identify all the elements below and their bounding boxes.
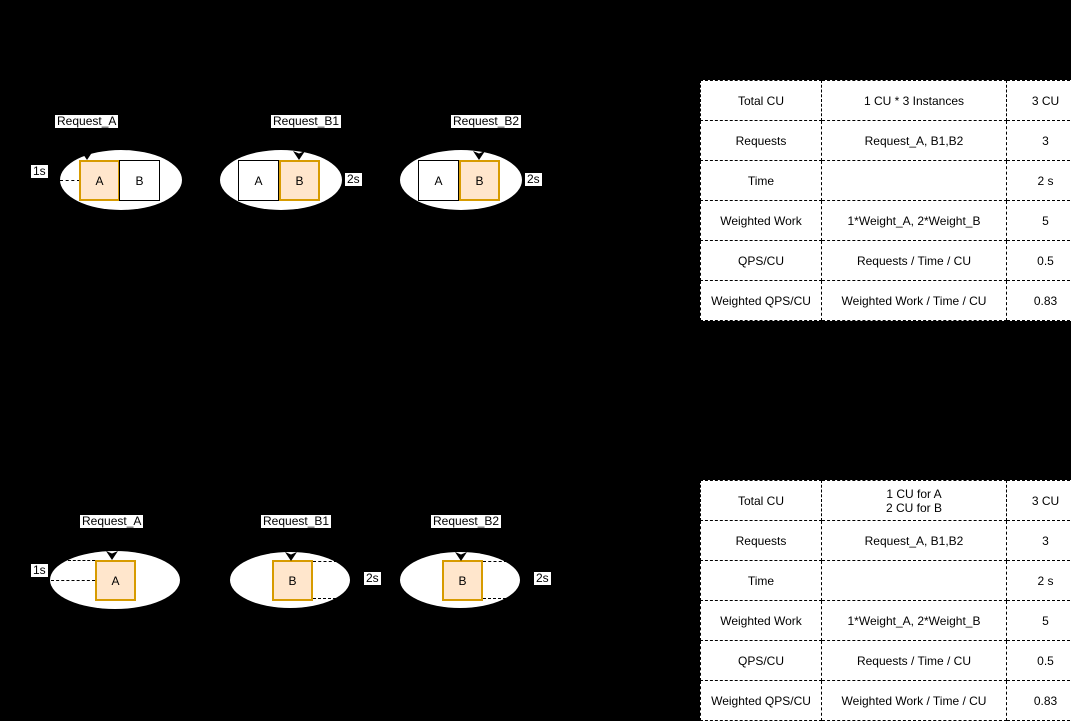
time-label: 1s bbox=[31, 164, 48, 178]
time-dashed-line bbox=[483, 598, 511, 599]
time-label: 2s bbox=[345, 172, 362, 186]
work-box-a: A bbox=[418, 160, 459, 201]
formula-cell: 1 CU * 3 Instances bbox=[821, 80, 1007, 121]
request-label: Request_B2 bbox=[431, 514, 502, 528]
formula-cell: Requests / Time / CU bbox=[821, 640, 1007, 681]
formula-cell bbox=[821, 160, 1007, 201]
request-label: Request_B1 bbox=[261, 514, 332, 528]
box-letter: B bbox=[458, 573, 467, 588]
work-box-b: B bbox=[459, 160, 500, 201]
table-row: Time 2 s bbox=[700, 560, 1071, 601]
metric-cell: Total CU bbox=[700, 80, 822, 121]
arrow-down-icon bbox=[285, 552, 297, 561]
time-dashed-line bbox=[313, 598, 341, 599]
table-row: Time 2 s bbox=[700, 160, 1071, 201]
time-dashed-line bbox=[483, 561, 507, 562]
metric-cell: Weighted Work bbox=[700, 200, 822, 241]
value-cell: 5 bbox=[1006, 600, 1071, 641]
formula-cell: Request_A, B1,B2 bbox=[821, 120, 1007, 161]
time-dashed-line bbox=[51, 580, 95, 581]
metrics-table-bottom: Total CU 1 CU for A 2 CU for B 3 CU Requ… bbox=[700, 480, 1071, 721]
table-row: Total CU 1 CU * 3 Instances 3 CU bbox=[700, 80, 1071, 121]
table-row: Requests Request_A, B1,B2 3 bbox=[700, 520, 1071, 561]
time-label: 2s bbox=[525, 172, 542, 186]
table-row: Requests Request_A, B1,B2 3 bbox=[700, 120, 1071, 161]
work-box-a: A bbox=[95, 560, 136, 601]
formula-cell: Weighted Work / Time / CU bbox=[821, 280, 1007, 321]
arrow-down-icon bbox=[473, 151, 485, 160]
formula-cell: Request_A, B1,B2 bbox=[821, 520, 1007, 561]
work-box-b: B bbox=[119, 160, 160, 201]
box-letter: B bbox=[475, 173, 484, 188]
table-row: Weighted QPS/CU Weighted Work / Time / C… bbox=[700, 680, 1071, 721]
value-cell: 5 bbox=[1006, 200, 1071, 241]
box-letter: A bbox=[111, 573, 120, 588]
time-dashed-line bbox=[60, 180, 80, 181]
value-cell: 2 s bbox=[1006, 160, 1071, 201]
formula-cell: 1 CU for A 2 CU for B bbox=[821, 480, 1007, 521]
metrics-table-top: Total CU 1 CU * 3 Instances 3 CU Request… bbox=[700, 80, 1071, 321]
time-label: 2s bbox=[364, 571, 381, 585]
arrow-down-icon bbox=[293, 151, 305, 160]
box-letter: A bbox=[434, 173, 443, 188]
metric-cell: Weighted QPS/CU bbox=[700, 280, 822, 321]
formula-cell: 1*Weight_A, 2*Weight_B bbox=[821, 600, 1007, 641]
value-cell: 3 CU bbox=[1006, 480, 1071, 521]
metric-cell: Weighted QPS/CU bbox=[700, 680, 822, 721]
box-letter: B bbox=[295, 173, 304, 188]
arrow-down-icon bbox=[106, 551, 118, 560]
table-row: QPS/CU Requests / Time / CU 0.5 bbox=[700, 240, 1071, 281]
value-cell: 0.83 bbox=[1006, 280, 1071, 321]
request-label: Request_B1 bbox=[271, 114, 342, 128]
value-cell: 3 CU bbox=[1006, 80, 1071, 121]
time-dashed-line bbox=[68, 560, 95, 561]
time-label: 1s bbox=[31, 563, 48, 577]
box-letter: A bbox=[254, 173, 263, 188]
formula-cell: 1*Weight_A, 2*Weight_B bbox=[821, 200, 1007, 241]
value-cell: 0.5 bbox=[1006, 640, 1071, 681]
time-label: 2s bbox=[534, 571, 551, 585]
arrow-down-icon bbox=[455, 552, 467, 561]
value-cell: 3 bbox=[1006, 120, 1071, 161]
work-box-b: B bbox=[272, 560, 313, 601]
box-letter: B bbox=[288, 573, 297, 588]
value-cell: 2 s bbox=[1006, 560, 1071, 601]
work-box-b: B bbox=[279, 160, 320, 201]
table-row: Total CU 1 CU for A 2 CU for B 3 CU bbox=[700, 480, 1071, 521]
work-box-a: A bbox=[238, 160, 279, 201]
formula-cell: Requests / Time / CU bbox=[821, 240, 1007, 281]
table-row: Weighted QPS/CU Weighted Work / Time / C… bbox=[700, 280, 1071, 321]
request-label: Request_A bbox=[80, 514, 144, 528]
value-cell: 3 bbox=[1006, 520, 1071, 561]
work-box-b: B bbox=[442, 560, 483, 601]
value-cell: 0.83 bbox=[1006, 680, 1071, 721]
request-label: Request_B2 bbox=[451, 114, 522, 128]
table-row: QPS/CU Requests / Time / CU 0.5 bbox=[700, 640, 1071, 681]
metric-cell: Requests bbox=[700, 520, 822, 561]
table-row: Weighted Work 1*Weight_A, 2*Weight_B 5 bbox=[700, 200, 1071, 241]
time-dashed-line bbox=[313, 561, 337, 562]
box-letter: A bbox=[95, 173, 104, 188]
metric-cell: Requests bbox=[700, 120, 822, 161]
arrow-down-icon bbox=[81, 151, 93, 160]
metric-cell: QPS/CU bbox=[700, 640, 822, 681]
request-label: Request_A bbox=[55, 114, 119, 128]
metric-cell: QPS/CU bbox=[700, 240, 822, 281]
metric-cell: Time bbox=[700, 560, 822, 601]
value-cell: 0.5 bbox=[1006, 240, 1071, 281]
metric-cell: Total CU bbox=[700, 480, 822, 521]
formula-cell bbox=[821, 560, 1007, 601]
table-row: Weighted Work 1*Weight_A, 2*Weight_B 5 bbox=[700, 600, 1071, 641]
formula-cell: Weighted Work / Time / CU bbox=[821, 680, 1007, 721]
box-letter: B bbox=[135, 173, 144, 188]
metric-cell: Weighted Work bbox=[700, 600, 822, 641]
metric-cell: Time bbox=[700, 160, 822, 201]
work-box-a: A bbox=[79, 160, 120, 201]
